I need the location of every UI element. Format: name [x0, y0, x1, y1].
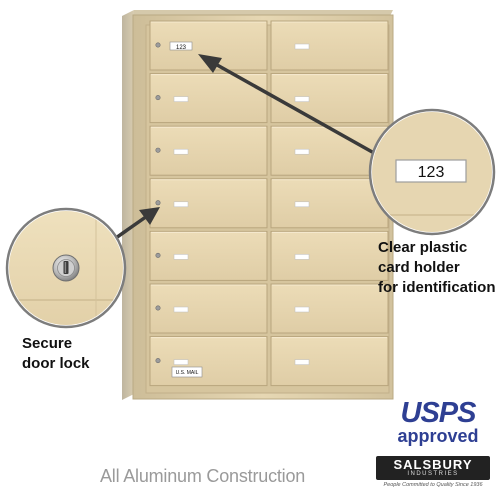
card-holder — [294, 148, 310, 155]
door-lock-icon — [155, 42, 161, 48]
card-holder — [294, 359, 310, 365]
card-holder — [173, 148, 189, 155]
mailbox-door[interactable] — [270, 178, 389, 229]
card-holder — [294, 254, 310, 260]
mailbox-door[interactable] — [270, 336, 389, 387]
door-number-text: 123 — [176, 45, 187, 51]
mailbox-door[interactable] — [270, 283, 389, 334]
card-holder — [294, 43, 310, 50]
construction-caption: All Aluminum Construction — [100, 466, 306, 486]
mailbox-door[interactable] — [270, 73, 389, 124]
card-holder — [173, 359, 189, 365]
door-number-card — [169, 41, 193, 51]
door-lock-icon — [155, 358, 161, 364]
card-holder-label-zoomed — [395, 159, 467, 183]
card-holder — [294, 96, 310, 102]
card-holder — [173, 96, 189, 102]
brand-logo-subtitle: INDUSTRIES — [407, 471, 459, 477]
mailbox-door[interactable] — [149, 125, 268, 176]
door-lock-icon — [155, 200, 161, 206]
usps-approved-logo: USPS approved — [396, 398, 480, 448]
door-lock-icon — [155, 147, 161, 153]
brand-logo-name: SALSBURY — [393, 457, 473, 472]
card-holder — [294, 306, 310, 313]
card-holder-zoom-callout — [368, 108, 496, 236]
brand-logo-tagline: People Committed to Quality Since 1936 — [383, 482, 483, 488]
mailbox-door[interactable] — [270, 20, 389, 71]
card-holder-caption: Clear plastic card holder for identifica… — [378, 239, 496, 296]
mailbox-door[interactable] — [149, 336, 268, 387]
mailbox-door[interactable] — [149, 283, 268, 334]
card-holder — [294, 201, 310, 208]
card-holder — [173, 254, 189, 260]
door-lock-icon — [155, 305, 161, 311]
salsbury-brand-logo: SALSBURY INDUSTRIES People Committed to … — [370, 456, 496, 490]
door-lock-icon — [155, 252, 161, 258]
brand-logo-badge — [376, 456, 490, 480]
mailbox-door[interactable] — [149, 178, 268, 229]
door-lock-caption: Secure door lock — [22, 335, 90, 372]
us-mail-label: U.S. MAIL — [176, 370, 199, 376]
mailbox-door[interactable] — [149, 73, 268, 124]
door-lock-zoom-callout — [5, 207, 127, 329]
card-holder — [173, 201, 189, 208]
door-lock-icon — [155, 95, 161, 101]
card-holder — [173, 306, 189, 313]
card-holder-number-zoomed: 123 — [418, 164, 445, 181]
usps-logo-subtitle: approved — [397, 426, 479, 446]
card-holder-pointer-arrow — [198, 54, 376, 155]
mailbox-door[interactable] — [149, 230, 268, 281]
mailbox-door[interactable] — [270, 230, 389, 281]
usps-logo-mark: USPS — [400, 397, 477, 429]
us-mail-plate — [171, 366, 203, 378]
